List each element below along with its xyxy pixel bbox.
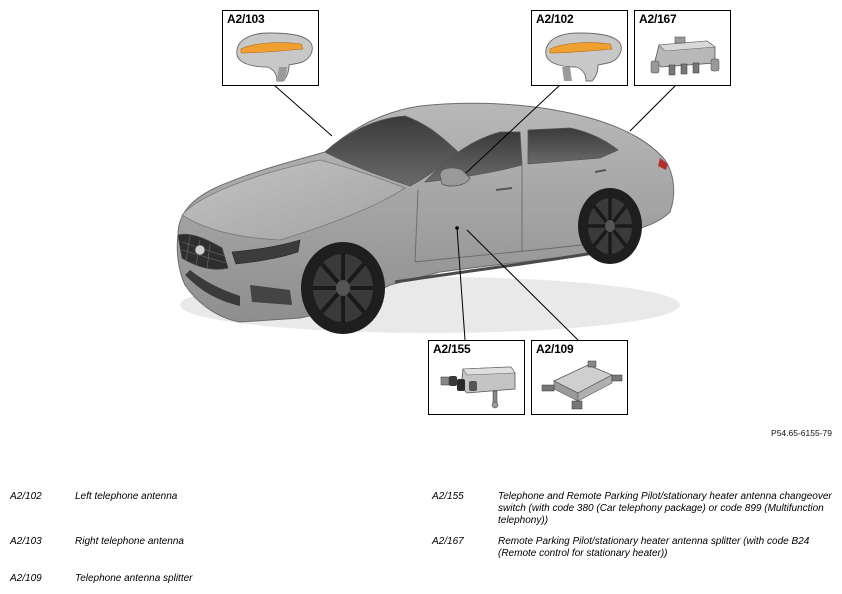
front-intake <box>185 270 240 306</box>
callout-a2-167: A2/167 <box>634 10 731 86</box>
callout-label: A2/102 <box>536 12 574 26</box>
legend-item: A2/103 Right telephone antenna <box>10 536 410 550</box>
leader-a2-103 <box>273 84 333 137</box>
side-skirt <box>394 250 601 284</box>
door-handles <box>495 169 607 191</box>
legend-text: Telephone antenna splitter <box>75 573 193 584</box>
callout-a2-103: A2/103 <box>222 10 319 86</box>
legend-code: A2/109 <box>10 573 42 584</box>
legend-item: A2/109 Telephone antenna splitter <box>10 573 410 587</box>
mirror-antenna-left-icon <box>545 32 622 82</box>
callout-a2-109: A2/109 <box>531 340 628 415</box>
callout-label: A2/167 <box>639 12 677 26</box>
legend-item: A2/167 Remote Parking Pilot/stationary h… <box>432 536 836 564</box>
car-mirror <box>439 167 471 187</box>
legend-text: Right telephone antenna <box>75 536 184 547</box>
leader-a2-109 <box>466 229 579 341</box>
rear-wheel <box>578 188 642 264</box>
legend-text: Telephone and Remote Parking Pilot/stati… <box>498 491 832 526</box>
leader-a2-102 <box>465 84 561 174</box>
leader-a2-167 <box>629 84 677 132</box>
changeover-switch-icon <box>440 366 516 409</box>
callout-label: A2/155 <box>433 342 471 356</box>
legend-item: A2/102 Left telephone antenna <box>10 491 410 505</box>
antenna-splitter-icon <box>541 360 623 410</box>
legend-text: Left telephone antenna <box>75 491 178 502</box>
side-intake <box>250 285 292 305</box>
legend-code: A2/155 <box>432 491 464 502</box>
legend-code: A2/167 <box>432 536 464 547</box>
mirror-antenna-right-icon <box>236 32 313 82</box>
car-hood <box>181 159 406 241</box>
callout-label: A2/109 <box>536 342 574 356</box>
headlight <box>231 239 301 265</box>
leader-lines <box>273 84 677 341</box>
front-wheel <box>301 242 385 334</box>
door-lines <box>414 165 591 263</box>
callout-a2-102: A2/102 <box>531 10 628 86</box>
legend-code: A2/102 <box>10 491 42 502</box>
callout-a2-155: A2/155 <box>428 340 525 415</box>
legend-item: A2/155 Telephone and Remote Parking Pilo… <box>432 491 836 531</box>
car-rear-side-window <box>527 127 619 165</box>
tail-light <box>658 158 668 170</box>
leader-a2-155 <box>456 227 466 341</box>
callout-label: A2/103 <box>227 12 265 26</box>
leader-dot-a2-155 <box>455 226 459 230</box>
figure-id: P54.65-6155-79 <box>771 428 832 438</box>
legend-text: Remote Parking Pilot/stationary heater a… <box>498 536 810 559</box>
star-emblem <box>194 244 206 256</box>
legend-code: A2/103 <box>10 536 42 547</box>
antenna-splitter-module-icon <box>650 36 720 76</box>
